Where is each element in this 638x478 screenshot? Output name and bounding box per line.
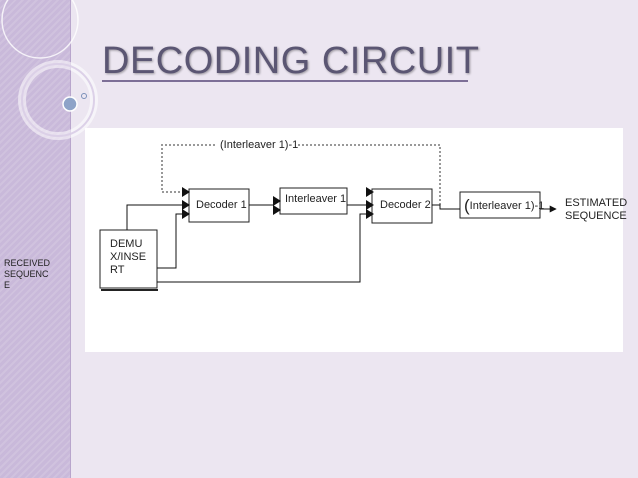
decoder2-box	[371, 188, 433, 224]
signal-lines	[126, 204, 557, 283]
demux-label: DEMU X/INSE RT	[110, 238, 146, 277]
deinterleaver-box	[459, 191, 541, 219]
input-label: RECEIVED SEQUENC E	[4, 258, 50, 291]
interleaver-label: Interleaver 1	[285, 193, 347, 205]
output-line-2: SEQUENCE	[565, 210, 627, 222]
interleaver-box	[279, 187, 348, 215]
deinterleaver-text: Interleaver 1)-1	[469, 200, 545, 212]
input-line-1: RECEIVED	[4, 258, 51, 268]
input-line-3: E	[4, 280, 11, 290]
decoder2-label: Decoder 2	[380, 199, 431, 211]
output-line-1: ESTIMATED	[565, 197, 628, 209]
decoder1-box	[188, 188, 250, 223]
demux-line-1: DEMU	[110, 238, 143, 250]
output-label: ESTIMATED SEQUENCE	[565, 197, 627, 223]
demux-box	[99, 229, 158, 289]
decorative-circles	[1, 0, 98, 140]
feedback-box-bg	[216, 135, 296, 155]
slide-title: DECODING CIRCUIT	[102, 40, 480, 82]
title-underline	[102, 80, 468, 82]
demux-line-3: RT	[110, 264, 125, 276]
input-arrowheads	[182, 187, 374, 219]
feedback-loop	[161, 144, 441, 205]
diagram-panel	[85, 128, 623, 352]
deinterleaver-paren: (	[464, 196, 470, 215]
demux-line-2: X/INSE	[110, 251, 147, 263]
left-decorative-strip	[0, 0, 71, 478]
input-line-2: SEQUENC	[4, 269, 49, 279]
deinterleaver-label: (Interleaver 1)-1	[464, 196, 545, 215]
feedback-label: (Interleaver 1)-1	[220, 139, 299, 151]
decoder1-label: Decoder 1	[196, 199, 247, 211]
